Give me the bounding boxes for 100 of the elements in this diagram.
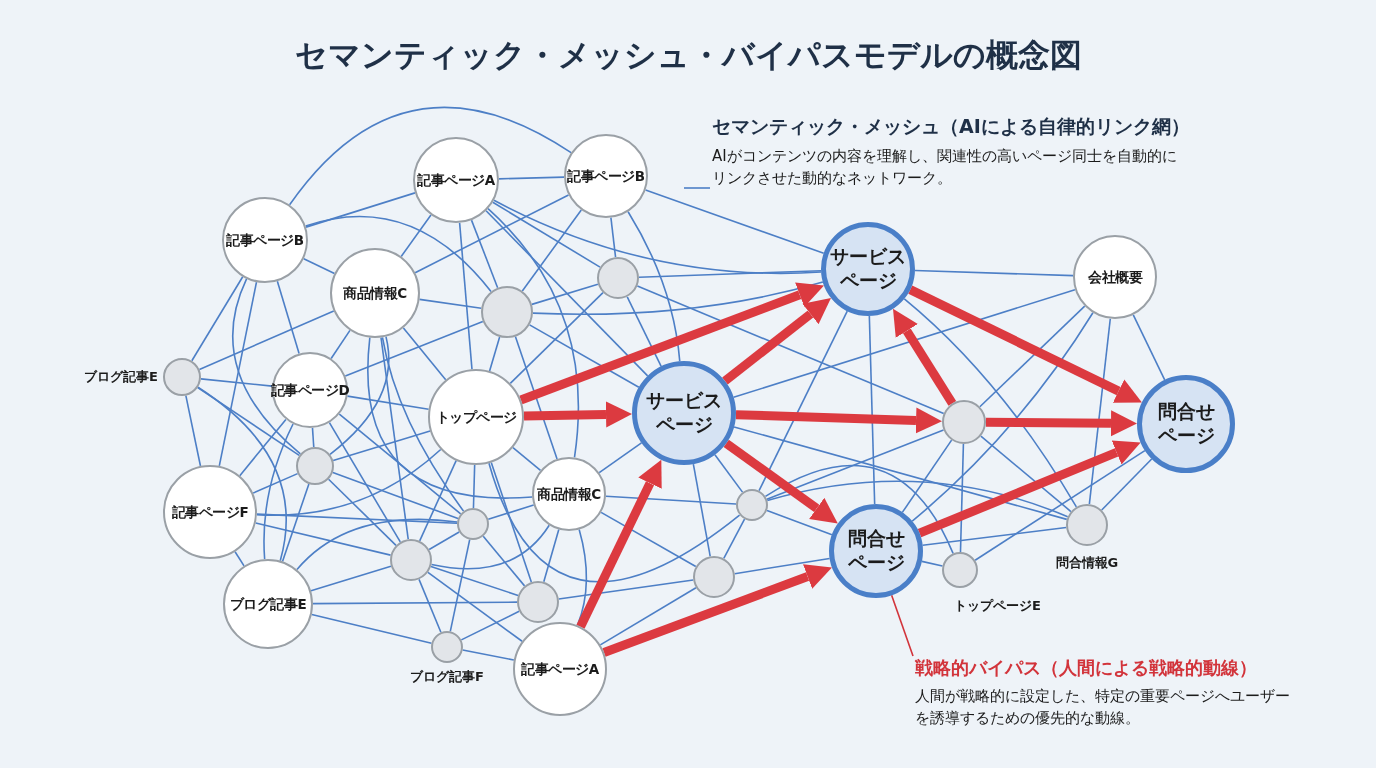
node-label: 問合情報G (1055, 554, 1119, 572)
arrow (723, 439, 838, 524)
empty-circle (597, 257, 639, 299)
link-line (461, 649, 515, 661)
link-line (521, 209, 583, 292)
arrow (893, 308, 957, 406)
empty-circle (163, 358, 201, 396)
link-line (276, 280, 300, 355)
link-line (714, 454, 744, 493)
link-line (288, 106, 572, 206)
link-line (766, 509, 833, 536)
highlighted-page-circle: 問合せページ (1137, 375, 1235, 473)
page-circle: トップページ (428, 369, 524, 465)
empty-circle (517, 581, 559, 623)
link-line (488, 336, 501, 372)
link-line (911, 311, 1094, 522)
link-line (528, 324, 640, 389)
link-line (959, 443, 965, 553)
link-line (338, 413, 462, 515)
link-line (400, 214, 432, 258)
link-line (733, 557, 831, 575)
link-line (723, 518, 746, 560)
arrow (519, 282, 825, 405)
empty-circle (296, 447, 334, 485)
link-line (418, 578, 442, 633)
link-line (512, 446, 542, 472)
link-line (428, 531, 460, 551)
link-line (430, 565, 519, 597)
link-line (367, 336, 533, 499)
link-line (304, 215, 492, 293)
empty-circle (481, 286, 533, 338)
link-line (310, 565, 392, 592)
link-line (232, 278, 302, 455)
link-line (418, 459, 457, 542)
page-circle: 記事ページA (513, 622, 607, 716)
link-line (263, 423, 294, 560)
callout-heading: セマンティック・メッシュ（AIによる自律的リンク網） (712, 114, 1191, 139)
link-line (543, 528, 560, 583)
link-line (599, 586, 697, 646)
link-line (305, 192, 416, 228)
leader-line (683, 187, 711, 189)
empty-circle (736, 489, 768, 521)
link-line (636, 285, 945, 415)
node-label: ブログ記事F (410, 668, 484, 686)
link-line (627, 210, 681, 362)
link-line (418, 298, 483, 310)
link-line (980, 435, 1072, 513)
link-line (296, 518, 458, 571)
page-circle: 記事ページB (222, 197, 308, 283)
link-line (758, 310, 849, 492)
link-line (252, 472, 299, 494)
empty-circle (942, 400, 986, 444)
link-line (200, 378, 273, 387)
callout-text: AIがコンテンツの内容を理解し、関連性の高いページ同士を自動的にリンクさせた動的なネットワーク。 (712, 146, 1178, 189)
link-line (487, 504, 535, 521)
empty-circle (693, 556, 735, 598)
link-line (974, 449, 1146, 562)
link-line (427, 571, 523, 643)
link-line (470, 219, 499, 289)
link-line (764, 465, 954, 555)
page-circle: 商品情報C (532, 457, 606, 531)
link-line (487, 207, 580, 459)
link-line (256, 448, 442, 517)
link-line (332, 430, 431, 462)
link-line (514, 335, 558, 460)
link-line (492, 201, 601, 268)
link-line (329, 335, 390, 456)
link-line (558, 579, 694, 600)
link-line (901, 439, 953, 513)
link-line (281, 483, 310, 563)
link-line (254, 522, 392, 556)
page-circle: 記事ページD (272, 352, 348, 428)
link-line (733, 426, 1068, 521)
empty-circle (1066, 504, 1108, 546)
highlighted-page-circle: サービスページ (632, 361, 736, 465)
link-line (330, 329, 351, 360)
arrow (576, 459, 662, 629)
arrow (908, 285, 1142, 403)
link-line (302, 257, 336, 275)
link-line (380, 336, 409, 540)
empty-circle (390, 539, 432, 581)
link-line (979, 305, 1086, 408)
link-line (600, 511, 697, 568)
empty-circle (457, 508, 489, 540)
link-line (868, 315, 876, 505)
link-line (460, 610, 520, 641)
page-circle: 記事ページB (564, 134, 648, 218)
page-circle: ブログ記事E (223, 559, 313, 649)
link-line (239, 418, 287, 477)
arrow (523, 401, 632, 428)
page-circle: 記事ページA (413, 137, 499, 223)
link-line (638, 269, 822, 279)
link-line (610, 216, 617, 258)
callout-text: 人間が戦略的に設定した、特定の重要ページへユーザーを誘導するための優先的な動線。 (915, 686, 1291, 729)
link-line (498, 176, 565, 180)
arrow (917, 440, 1141, 538)
link-line (644, 189, 825, 255)
link-line (430, 524, 551, 570)
link-line (197, 386, 300, 457)
link-line (332, 471, 459, 520)
